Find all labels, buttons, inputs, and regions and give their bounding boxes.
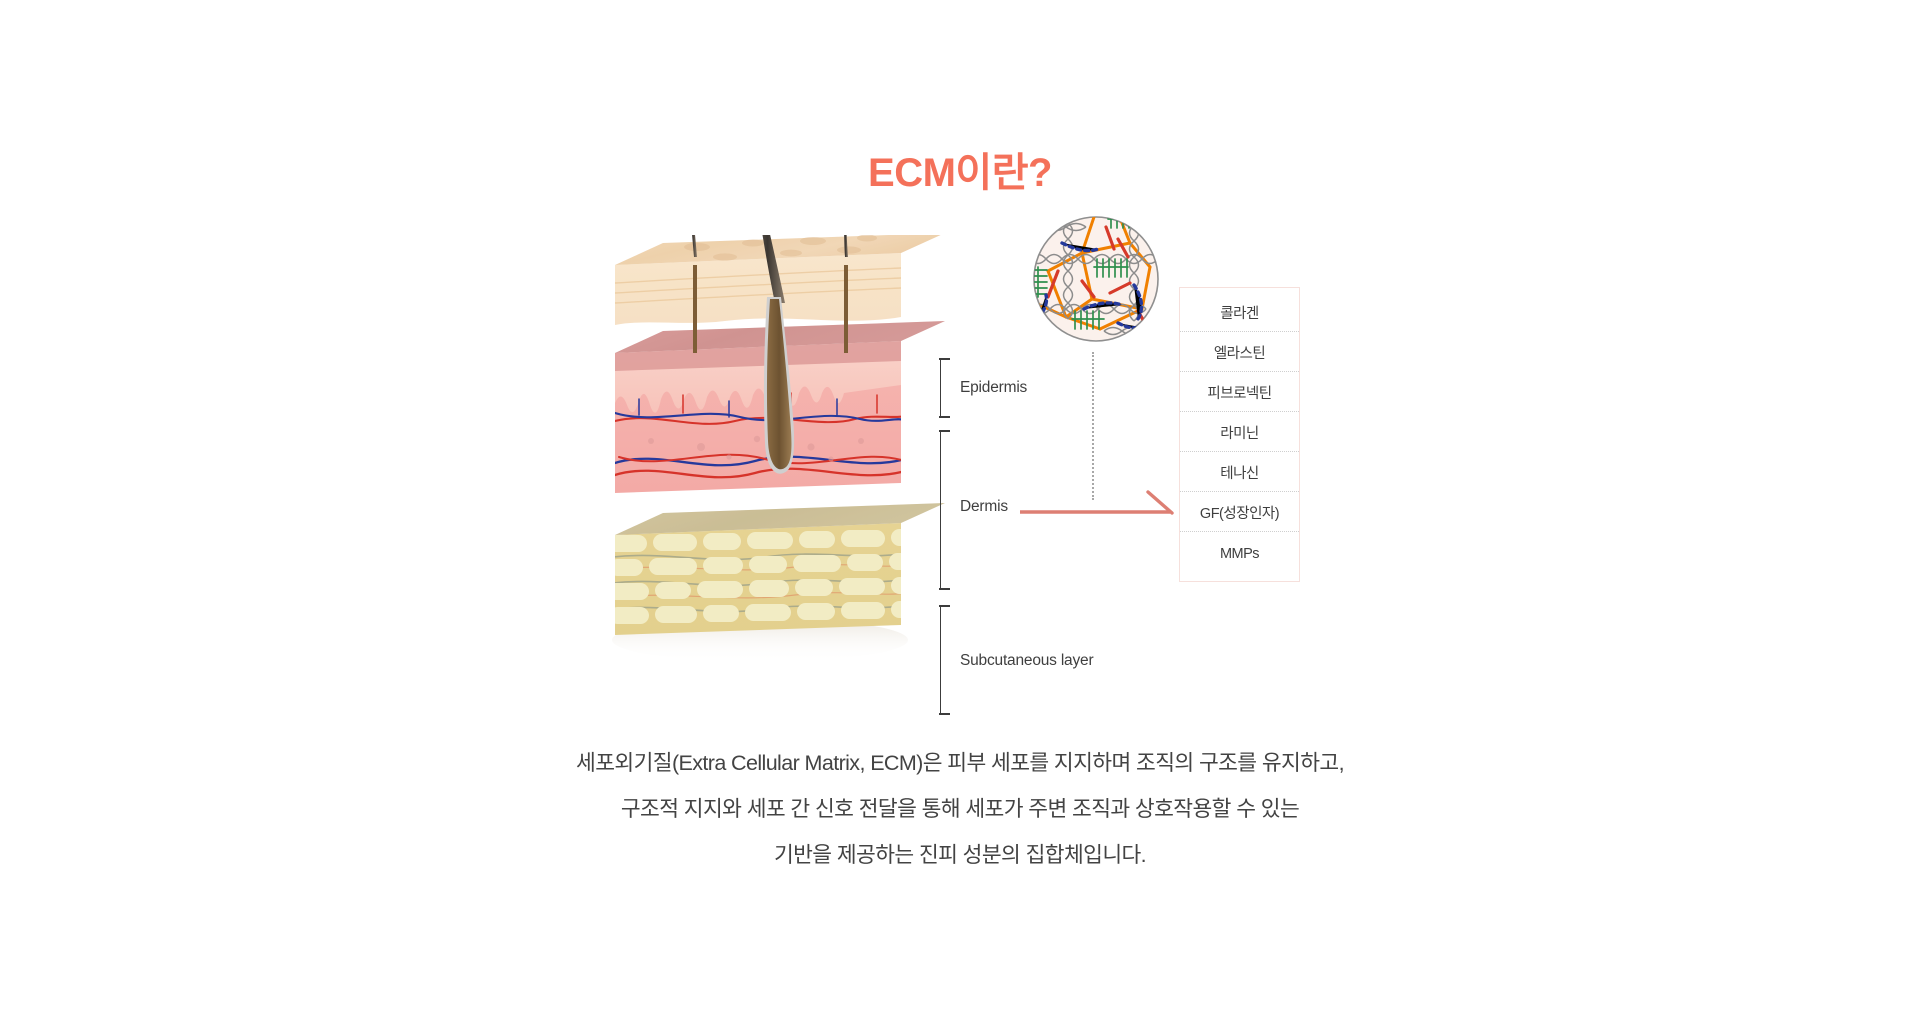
layer-label-epidermis: Epidermis: [960, 379, 1028, 396]
component-item: 콜라겐: [1180, 298, 1299, 332]
bracket-subcutaneous: [939, 605, 951, 715]
component-item: 라미닌: [1180, 418, 1299, 452]
description-line-2: 구조적 지지와 세포 간 신호 전달을 통해 세포가 주변 조직과 상호작용할 …: [620, 797, 1300, 821]
bracket-epidermis: [939, 358, 951, 418]
description-paragraph: 세포외기질(Extra Cellular Matrix, ECM)은 피부 세포…: [0, 740, 1920, 878]
component-item: 엘라스틴: [1180, 338, 1299, 372]
dotted-connector-line: [1092, 352, 1094, 500]
description-line-1: 세포외기질(Extra Cellular Matrix, ECM)은 피부 세포…: [576, 751, 1345, 775]
bracket-dermis: [939, 430, 951, 590]
component-item: 피브로넥틴: [1180, 378, 1299, 412]
component-item: 테나신: [1180, 458, 1299, 492]
skin-diagram-figure: Epidermis Dermis Subcutaneous layer: [0, 216, 1920, 715]
component-item: GF(성장인자): [1180, 498, 1299, 532]
component-item: MMPs: [1219, 546, 1260, 563]
page-title: ECM이란?: [868, 151, 1052, 195]
layer-label-subcutaneous: Subcutaneous layer: [960, 652, 1094, 669]
description-line-3: 기반을 제공하는 진피 성분의 집합체입니다.: [773, 843, 1147, 867]
ecm-matrix-inset: [1022, 205, 1170, 353]
skin-cross-section-illustration: [605, 235, 945, 665]
ecm-component-list: 콜라겐 엘라스틴 피브로넥틴 라미닌 테나신 GF(성장인자) MMPs: [1179, 287, 1300, 582]
dermis-to-components-arrow: [1020, 480, 1180, 530]
layer-label-dermis: Dermis: [960, 498, 1008, 515]
